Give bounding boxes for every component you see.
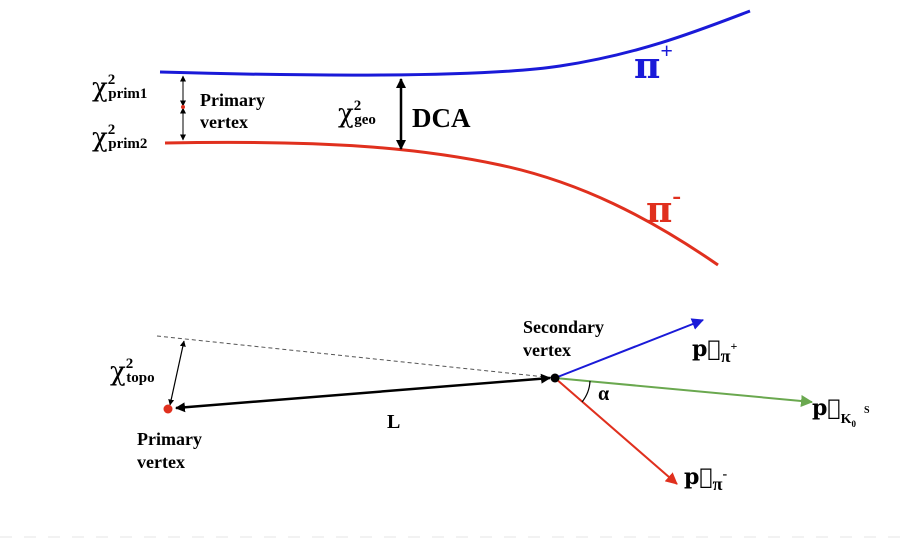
primary-vertex-dot-top <box>181 105 185 109</box>
secondary-vertex-dot <box>550 373 560 383</box>
decay-length-label: L <box>387 411 400 433</box>
pi-minus-label: π- <box>646 181 681 231</box>
primary-vertex-label-top-1: Primary <box>200 90 265 110</box>
dca-label: DCA <box>412 103 471 133</box>
decay-length-arrow <box>175 373 551 413</box>
p-pi-minus-label: p⃗π- <box>684 464 727 494</box>
primary-vertex-label-bottom-1: Primary <box>137 429 202 449</box>
alpha-label: α <box>598 383 609 405</box>
pi-plus-label: π+ <box>634 38 673 87</box>
alpha-angle-arc <box>581 380 591 403</box>
primary-vertex-label-bottom-2: vertex <box>137 452 185 472</box>
p-k0s-arrow <box>554 377 813 407</box>
secondary-vertex-label-2: vertex <box>523 340 571 360</box>
primary-vertex-label-top-2: vertex <box>200 112 248 132</box>
p-pi-plus-label: p⃗π+ <box>692 336 737 366</box>
p-k0s-label: p⃗K0S <box>812 395 870 429</box>
primary-vertex-dot <box>163 404 173 414</box>
pi-plus-track <box>159 9 751 77</box>
p-pi-minus-arrow <box>554 377 678 485</box>
p-pi-plus-arrow <box>554 318 704 379</box>
chi2-topo-arrow <box>168 340 186 406</box>
pi-minus-track <box>164 140 719 267</box>
extrapolated-line <box>156 335 556 379</box>
secondary-vertex-label-1: Secondary <box>523 317 604 337</box>
